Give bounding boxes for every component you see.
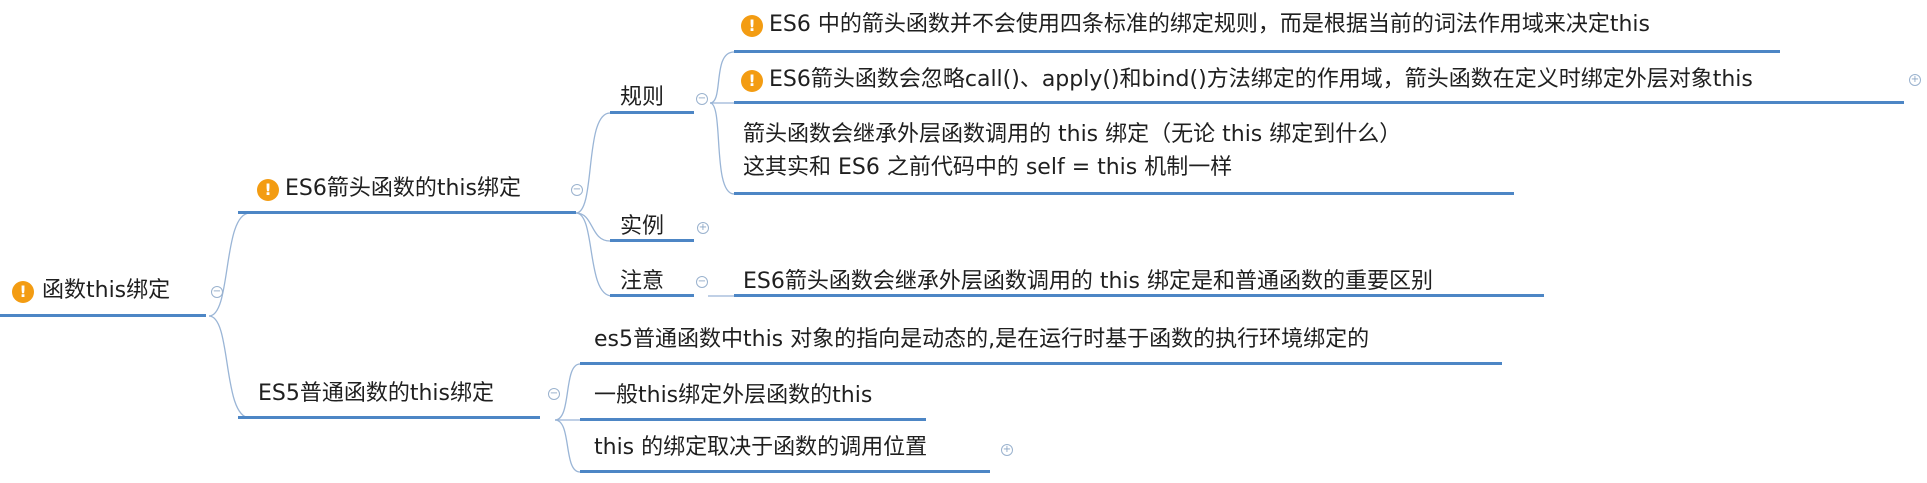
connector-root-es5	[208, 315, 251, 419]
note-item-underline	[734, 294, 1544, 297]
es6-collapse-icon[interactable]: −	[571, 184, 583, 196]
connector-es6-example	[575, 212, 611, 242]
rule2-warning-icon: !	[741, 70, 763, 92]
rule1-underline	[734, 50, 1780, 53]
rule3-line-2: 这其实和 ES6 之前代码中的 self = this 机制一样	[743, 155, 1233, 180]
connector-es6-note	[575, 212, 613, 297]
rules-underline	[610, 111, 694, 114]
es5-item3-expand-icon[interactable]: +	[1001, 444, 1013, 456]
note-underline	[610, 294, 694, 297]
es6-topic[interactable]: ES6箭头函数的this绑定	[285, 176, 522, 201]
es5-item3-underline	[580, 470, 990, 473]
rule1-topic[interactable]: ES6 中的箭头函数并不会使用四条标准的绑定规则，而是根据当前的词法作用域来决定…	[769, 12, 1651, 37]
note-topic[interactable]: 注意	[620, 269, 665, 294]
es5-item2-topic[interactable]: 一般this绑定外层函数的this	[594, 383, 873, 408]
rule1-warning-icon: !	[741, 15, 763, 37]
es6-warning-icon: !	[257, 179, 279, 201]
root-underline	[0, 314, 206, 317]
rule3-topic[interactable]: 箭头函数会继承外层函数调用的 this 绑定（无论 this 绑定到什么） 这其…	[743, 123, 1401, 180]
note-collapse-icon[interactable]: −	[696, 276, 708, 288]
rule3-underline	[734, 192, 1514, 195]
es6-underline	[238, 211, 576, 214]
rule2-underline	[734, 101, 1904, 104]
rule2-expand-icon[interactable]: +	[1909, 74, 1921, 86]
connector-rules-item3	[709, 102, 735, 195]
connector-es5-item3	[554, 419, 581, 473]
root-collapse-icon[interactable]: −	[211, 286, 223, 298]
connector-rules-item1	[709, 51, 735, 104]
rules-topic[interactable]: 规则	[620, 85, 665, 110]
es5-item3-topic[interactable]: this 的绑定取决于函数的调用位置	[594, 435, 928, 460]
connector-es5-item1	[554, 363, 581, 421]
rule3-line-1: 箭头函数会继承外层函数调用的 this 绑定（无论 this 绑定到什么）	[743, 122, 1402, 147]
es5-topic[interactable]: ES5普通函数的this绑定	[258, 381, 495, 406]
example-topic[interactable]: 实例	[620, 214, 665, 239]
example-expand-icon[interactable]: +	[697, 222, 709, 234]
es5-item1-underline	[580, 362, 1502, 365]
note-item-topic[interactable]: ES6箭头函数会继承外层函数调用的 this 绑定是和普通函数的重要区别	[743, 269, 1433, 294]
es5-item1-topic[interactable]: es5普通函数中this 对象的指向是动态的,是在运行时基于函数的执行环境绑定的	[594, 327, 1370, 352]
root-topic[interactable]: 函数this绑定	[42, 278, 171, 303]
root-warning-icon: !	[12, 281, 34, 303]
connector-root-es6	[208, 212, 251, 317]
rules-collapse-icon[interactable]: −	[696, 93, 708, 105]
rule2-topic[interactable]: ES6箭头函数会忽略call()、apply()和bind()方法绑定的作用域，…	[769, 67, 1753, 92]
example-underline	[610, 239, 694, 242]
es5-underline	[238, 416, 540, 419]
es5-item2-underline	[580, 418, 926, 421]
connector-es6-rules	[575, 112, 611, 214]
es5-collapse-icon[interactable]: −	[548, 388, 560, 400]
